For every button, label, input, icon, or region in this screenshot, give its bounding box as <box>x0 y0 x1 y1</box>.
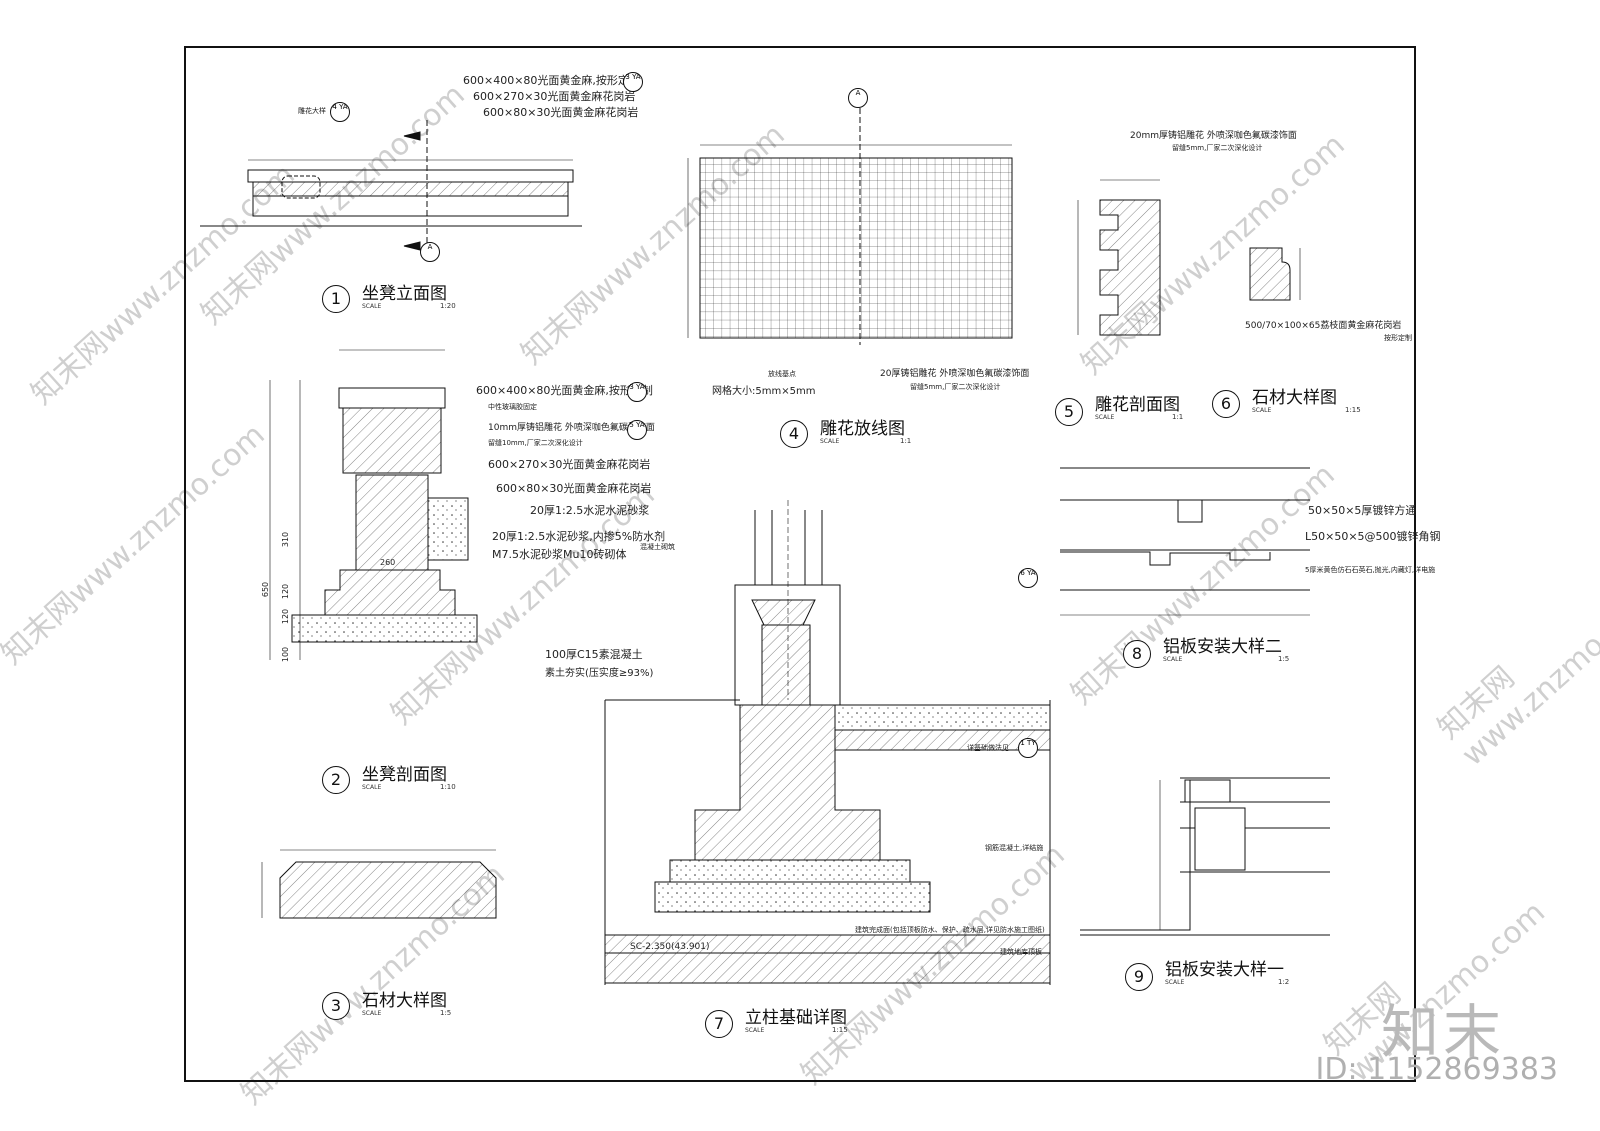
scale-label: SCALE <box>1163 656 1183 663</box>
scale-value: 1:15 <box>1345 406 1361 414</box>
scale-label: SCALE <box>820 438 840 445</box>
d8-aluminium <box>1060 467 1310 616</box>
d7-note: SC-2.350(43.901) <box>630 942 710 952</box>
d7-note: 建筑地库顶板 <box>1000 948 1042 956</box>
scale-value: 1:20 <box>440 302 456 310</box>
detail-number: 6 <box>1212 390 1240 418</box>
d1-tag: 3 YA <box>623 72 643 92</box>
section-marker: A <box>420 242 440 262</box>
scale-label: SCALE <box>362 1010 382 1017</box>
d2-tag: 5 YA <box>627 420 647 440</box>
scale-value: 1:15 <box>832 1026 848 1034</box>
scale-value: 1:1 <box>1172 413 1184 421</box>
image-id: ID: 1152869383 <box>1315 1052 1558 1087</box>
d2-note: 素土夯实(压实度≥93%) <box>545 668 654 679</box>
detail-title: 雕花放线图 <box>820 419 905 439</box>
d4-note: 放线基点 <box>768 370 796 378</box>
d2-tag: 3 YA <box>627 382 647 402</box>
d8-note: 50×50×5厚镀锌方通 <box>1308 504 1417 517</box>
detail-number: 7 <box>705 1010 733 1038</box>
scale-label: SCALE <box>1095 414 1115 421</box>
scale-value: 1:5 <box>440 1009 452 1017</box>
d4-grid <box>687 90 1013 345</box>
scale-label: SCALE <box>1252 407 1272 414</box>
detail-number: 5 <box>1055 398 1083 426</box>
d7-tag: 6 YA <box>1018 568 1038 588</box>
d9-aluminium <box>1080 777 1330 936</box>
d2-dim: 100 <box>281 646 291 663</box>
scale-label: SCALE <box>1165 979 1185 986</box>
d7-tag: 1 TY <box>1018 738 1038 758</box>
scale-label: SCALE <box>362 784 382 791</box>
d2-note: 100厚C15素混凝土 <box>545 648 643 661</box>
d1-elevation <box>200 120 582 251</box>
d2-dim: 310 <box>281 531 291 548</box>
detail-title: 铝板安装大样一 <box>1165 960 1284 980</box>
scale-value: 1:2 <box>1278 978 1290 986</box>
d3-stone <box>261 849 497 919</box>
d6-note: 按形定制 <box>1384 334 1412 342</box>
d2-note: 600×270×30光面黄金麻花岗岩 <box>488 458 651 471</box>
d6-stone <box>1249 247 1301 301</box>
detail-number: 8 <box>1123 640 1151 668</box>
d2-note: 600×80×30光面黄金麻花岗岩 <box>496 482 652 495</box>
detail-title: 立柱基础详图 <box>745 1008 847 1028</box>
d8-note: L50×50×5@500镀锌角钢 <box>1305 530 1441 543</box>
detail-title: 铝板安装大样二 <box>1163 637 1282 657</box>
brand-logo: 知末 <box>1380 998 1505 1066</box>
detail-title: 雕花剖面图 <box>1095 395 1180 415</box>
d1-note: 600×270×30光面黄金麻花岗岩 <box>473 90 636 103</box>
scale-value: 1:1 <box>900 437 912 445</box>
d2-note: 20厚1:2.5水泥水泥砂浆 <box>530 504 650 517</box>
d7-foundation <box>604 500 1051 985</box>
d7-note: 详基础做法见 <box>967 744 1009 752</box>
d2-dim: 120 <box>281 583 291 600</box>
d1-tag: 4 YA <box>330 102 350 122</box>
detail-title: 石材大样图 <box>1252 388 1337 408</box>
d7-note: 建筑完成面(包括顶板防水、保护、疏水层,详见防水施工图纸) <box>855 926 1045 934</box>
d1-note: 雕花大样 <box>298 107 326 115</box>
d7-note: 钢筋混凝土,详结施 <box>985 844 1044 852</box>
scale-label: SCALE <box>362 303 382 310</box>
detail-title: 石材大样图 <box>362 991 447 1011</box>
d2-note: 10mm厚铸铝雕花 外喷深咖色氟碳漆饰面 <box>488 423 655 433</box>
d4-note: 网格大小:5mm×5mm <box>712 386 816 397</box>
scale-value: 1:5 <box>1278 655 1290 663</box>
detail-number: 4 <box>780 420 808 448</box>
detail-title: 坐凳剖面图 <box>362 765 447 785</box>
d2-section <box>269 349 478 660</box>
d5-note: 20mm厚铸铝雕花 外喷深咖色氟碳漆饰面 <box>1130 131 1297 141</box>
d8-note: 5厚米黄色仿石石英石,抛光,内藏灯,详电施 <box>1305 566 1436 574</box>
d7-note: 混凝土砌筑 <box>640 543 675 551</box>
detail-number: 9 <box>1125 963 1153 991</box>
d6-note: 500/70×100×65荔枝面黄金麻花岗岩 <box>1245 321 1402 331</box>
d2-dim: 260 <box>380 558 396 567</box>
d2-note: 留缝10mm,厂家二次深化设计 <box>488 439 583 447</box>
d5-section <box>1077 179 1161 336</box>
detail-number: 3 <box>322 992 350 1020</box>
d1-note: 600×80×30光面黄金麻花岗岩 <box>483 106 639 119</box>
detail-title: 坐凳立面图 <box>362 284 447 304</box>
d2-dim: 120 <box>281 608 291 625</box>
d2-note: 中性玻璃胶固定 <box>488 403 537 411</box>
d2-note: M7.5水泥砂浆Mu10砖砌体 <box>492 548 627 561</box>
d2-dim: 650 <box>261 581 271 598</box>
d2-note: 20厚1:2.5水泥砂浆,内掺5%防水剂 <box>492 530 666 543</box>
d2-note: 600×400×80光面黄金麻,按形定制 <box>476 384 653 397</box>
detail-number: 1 <box>322 285 350 313</box>
d1-note: 600×400×80光面黄金麻,按形定制 <box>463 74 640 87</box>
drawing-frame <box>184 46 1416 1082</box>
d4-note: 20厚铸铝雕花 外喷深咖色氟碳漆饰面 <box>880 369 1030 379</box>
scale-label: SCALE <box>745 1027 765 1034</box>
section-marker: A <box>848 88 868 108</box>
d5-note: 留缝5mm,厂家二次深化设计 <box>1172 144 1263 152</box>
detail-number: 2 <box>322 766 350 794</box>
scale-value: 1:10 <box>440 783 456 791</box>
d4-note: 留缝5mm,厂家二次深化设计 <box>910 383 1001 391</box>
